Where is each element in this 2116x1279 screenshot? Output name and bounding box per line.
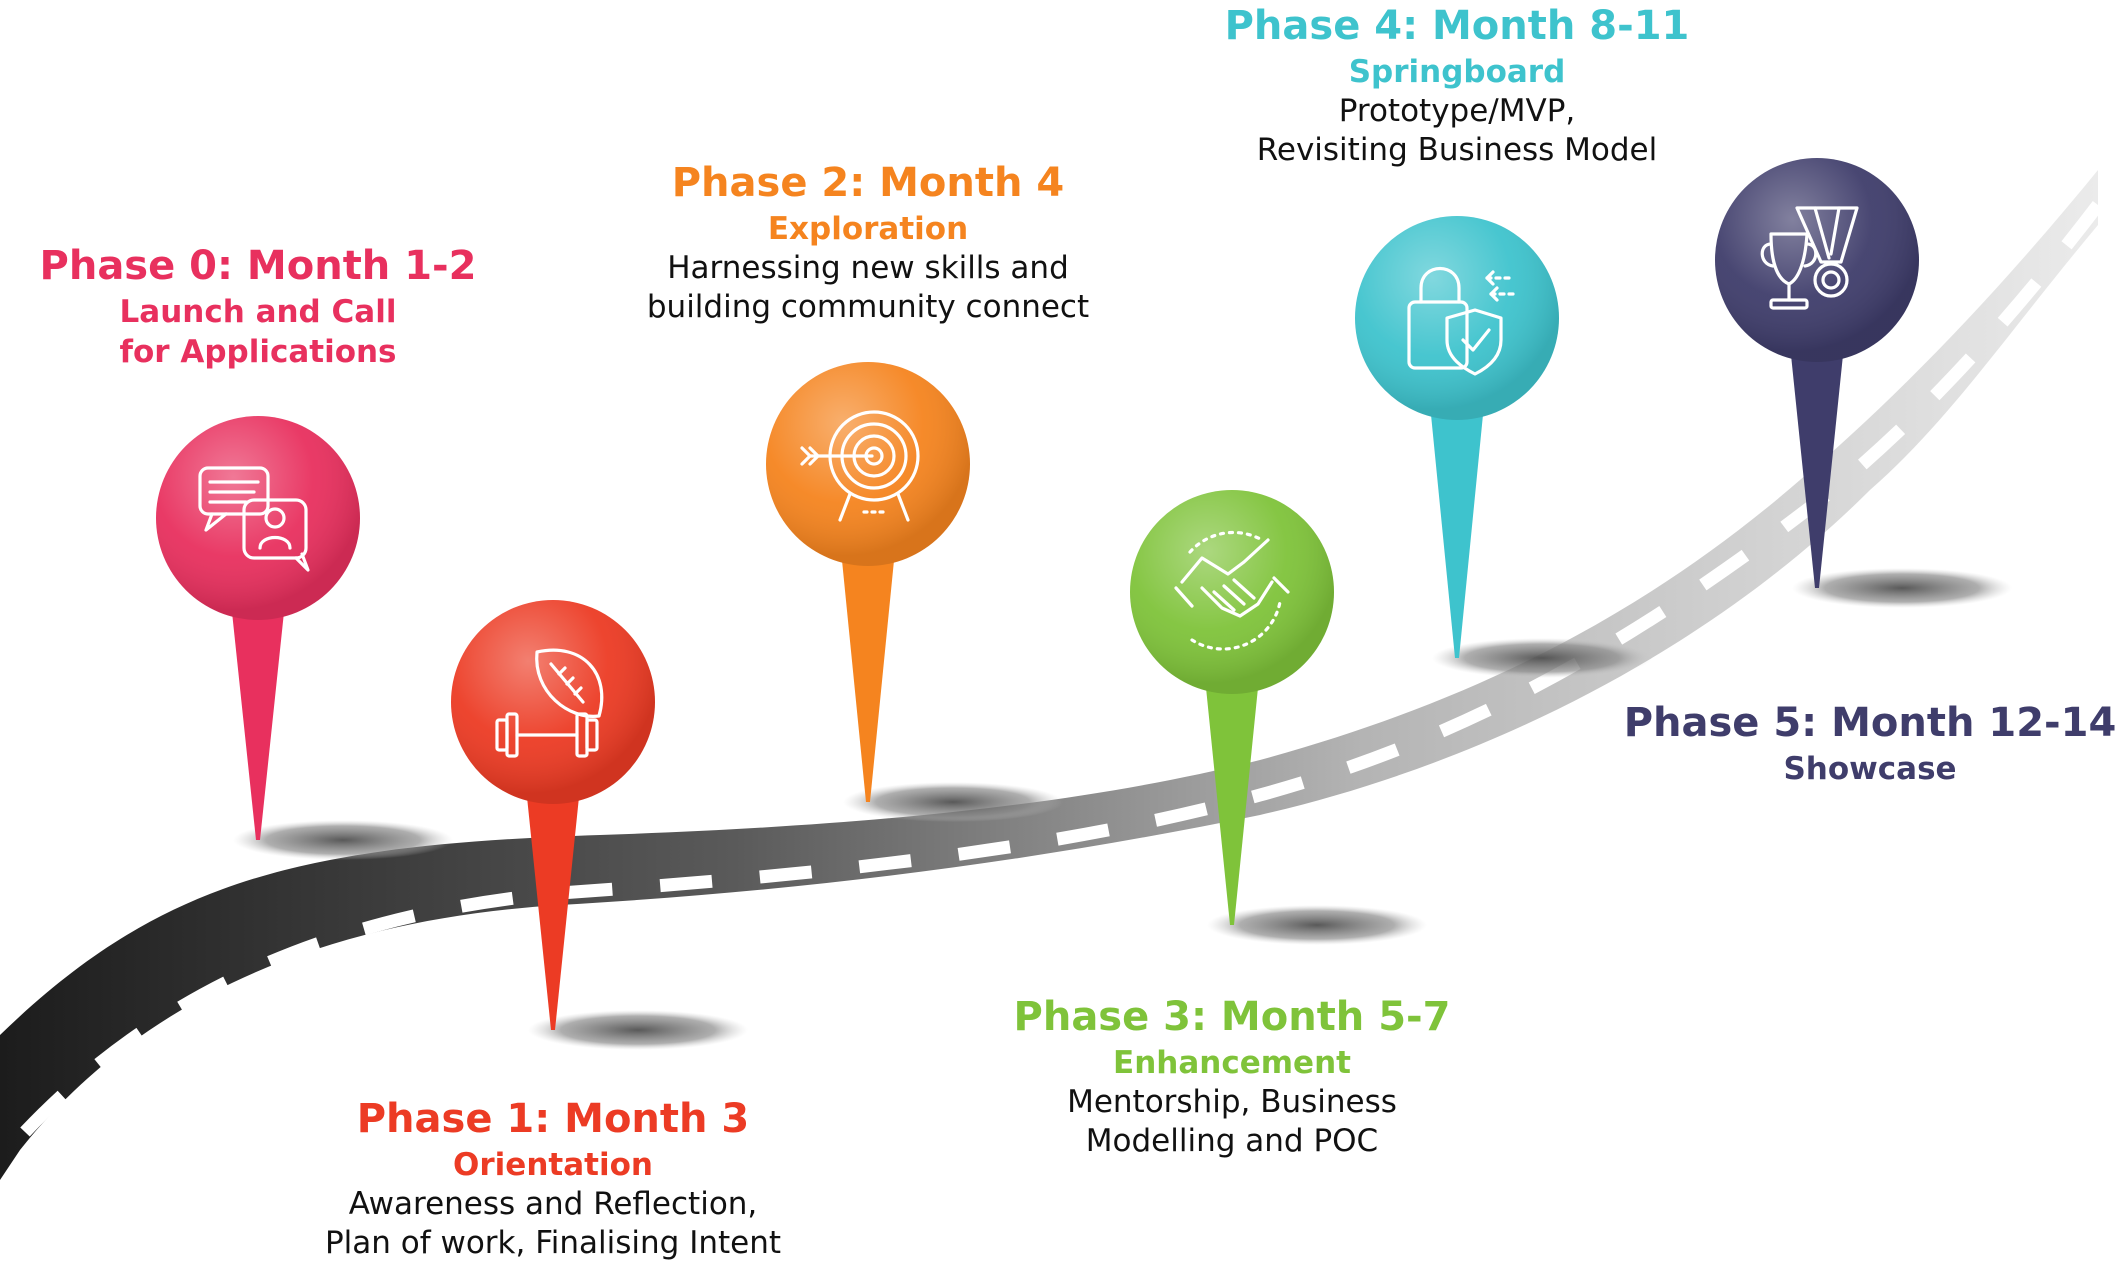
phase-title: Phase 5: Month 12-14 <box>1623 700 2116 746</box>
phase-title: Phase 4: Month 8-11 <box>1224 3 1690 49</box>
pin-shadow <box>528 1010 748 1050</box>
phase-subtitle: Showcase <box>1783 751 1957 787</box>
phase-description: Prototype/MVP, Revisiting Business Model <box>1256 93 1658 168</box>
pin-head-shine <box>1355 216 1559 420</box>
phase-description: Harnessing new skills and building commu… <box>646 250 1090 325</box>
phase-subtitle: Launch and Call for Applications <box>119 294 397 370</box>
pin-shadow <box>1432 638 1652 678</box>
phase-subtitle: Orientation <box>453 1147 653 1183</box>
pin-head-shine <box>1715 158 1919 362</box>
phase-0-pin <box>156 416 453 860</box>
pin-shadow <box>233 820 453 860</box>
phase-subtitle: Springboard <box>1348 54 1566 90</box>
phase-subtitle: Exploration <box>767 211 969 247</box>
phase-4-pin <box>1355 216 1652 678</box>
pin-head-shine <box>156 416 360 620</box>
pin-shadow <box>1207 905 1427 945</box>
pin-stem <box>228 574 288 840</box>
trophy-medal-icon <box>1760 206 1859 310</box>
phase-5-pin <box>1715 158 2012 608</box>
phase-subtitle: Enhancement <box>1113 1045 1351 1081</box>
pin-stem <box>1787 316 1847 588</box>
pin-shadow <box>1792 568 2012 608</box>
pin-head-shine <box>451 600 655 804</box>
phase-title: Phase 3: Month 5-7 <box>1013 994 1451 1040</box>
pin-stem <box>523 758 583 1030</box>
phase-3-pin <box>1130 490 1427 945</box>
phase-title: Phase 2: Month 4 <box>671 160 1065 206</box>
phase-title: Phase 1: Month 3 <box>356 1096 750 1142</box>
pin-stem <box>838 520 898 802</box>
pin-head-shine <box>766 362 970 566</box>
road-center-line <box>20 201 2104 1137</box>
handshake-icon <box>1174 530 1290 651</box>
phase-title: Phase 0: Month 1-2 <box>39 243 477 289</box>
chat-person-icon <box>198 466 310 572</box>
target-arrow-icon <box>800 410 920 522</box>
pin-stem <box>1202 648 1262 925</box>
phase-description: Awareness and Reflection, Plan of work, … <box>324 1186 782 1261</box>
football-dumbbell-icon <box>495 648 604 758</box>
phase-2-pin <box>766 362 1063 822</box>
phase-description: Mentorship, Business Modelling and POC <box>1067 1084 1397 1159</box>
padlock-shield-icon <box>1407 266 1517 376</box>
phase-1-pin <box>451 600 748 1050</box>
pin-stem <box>1427 374 1487 658</box>
pin-shadow <box>843 782 1063 822</box>
